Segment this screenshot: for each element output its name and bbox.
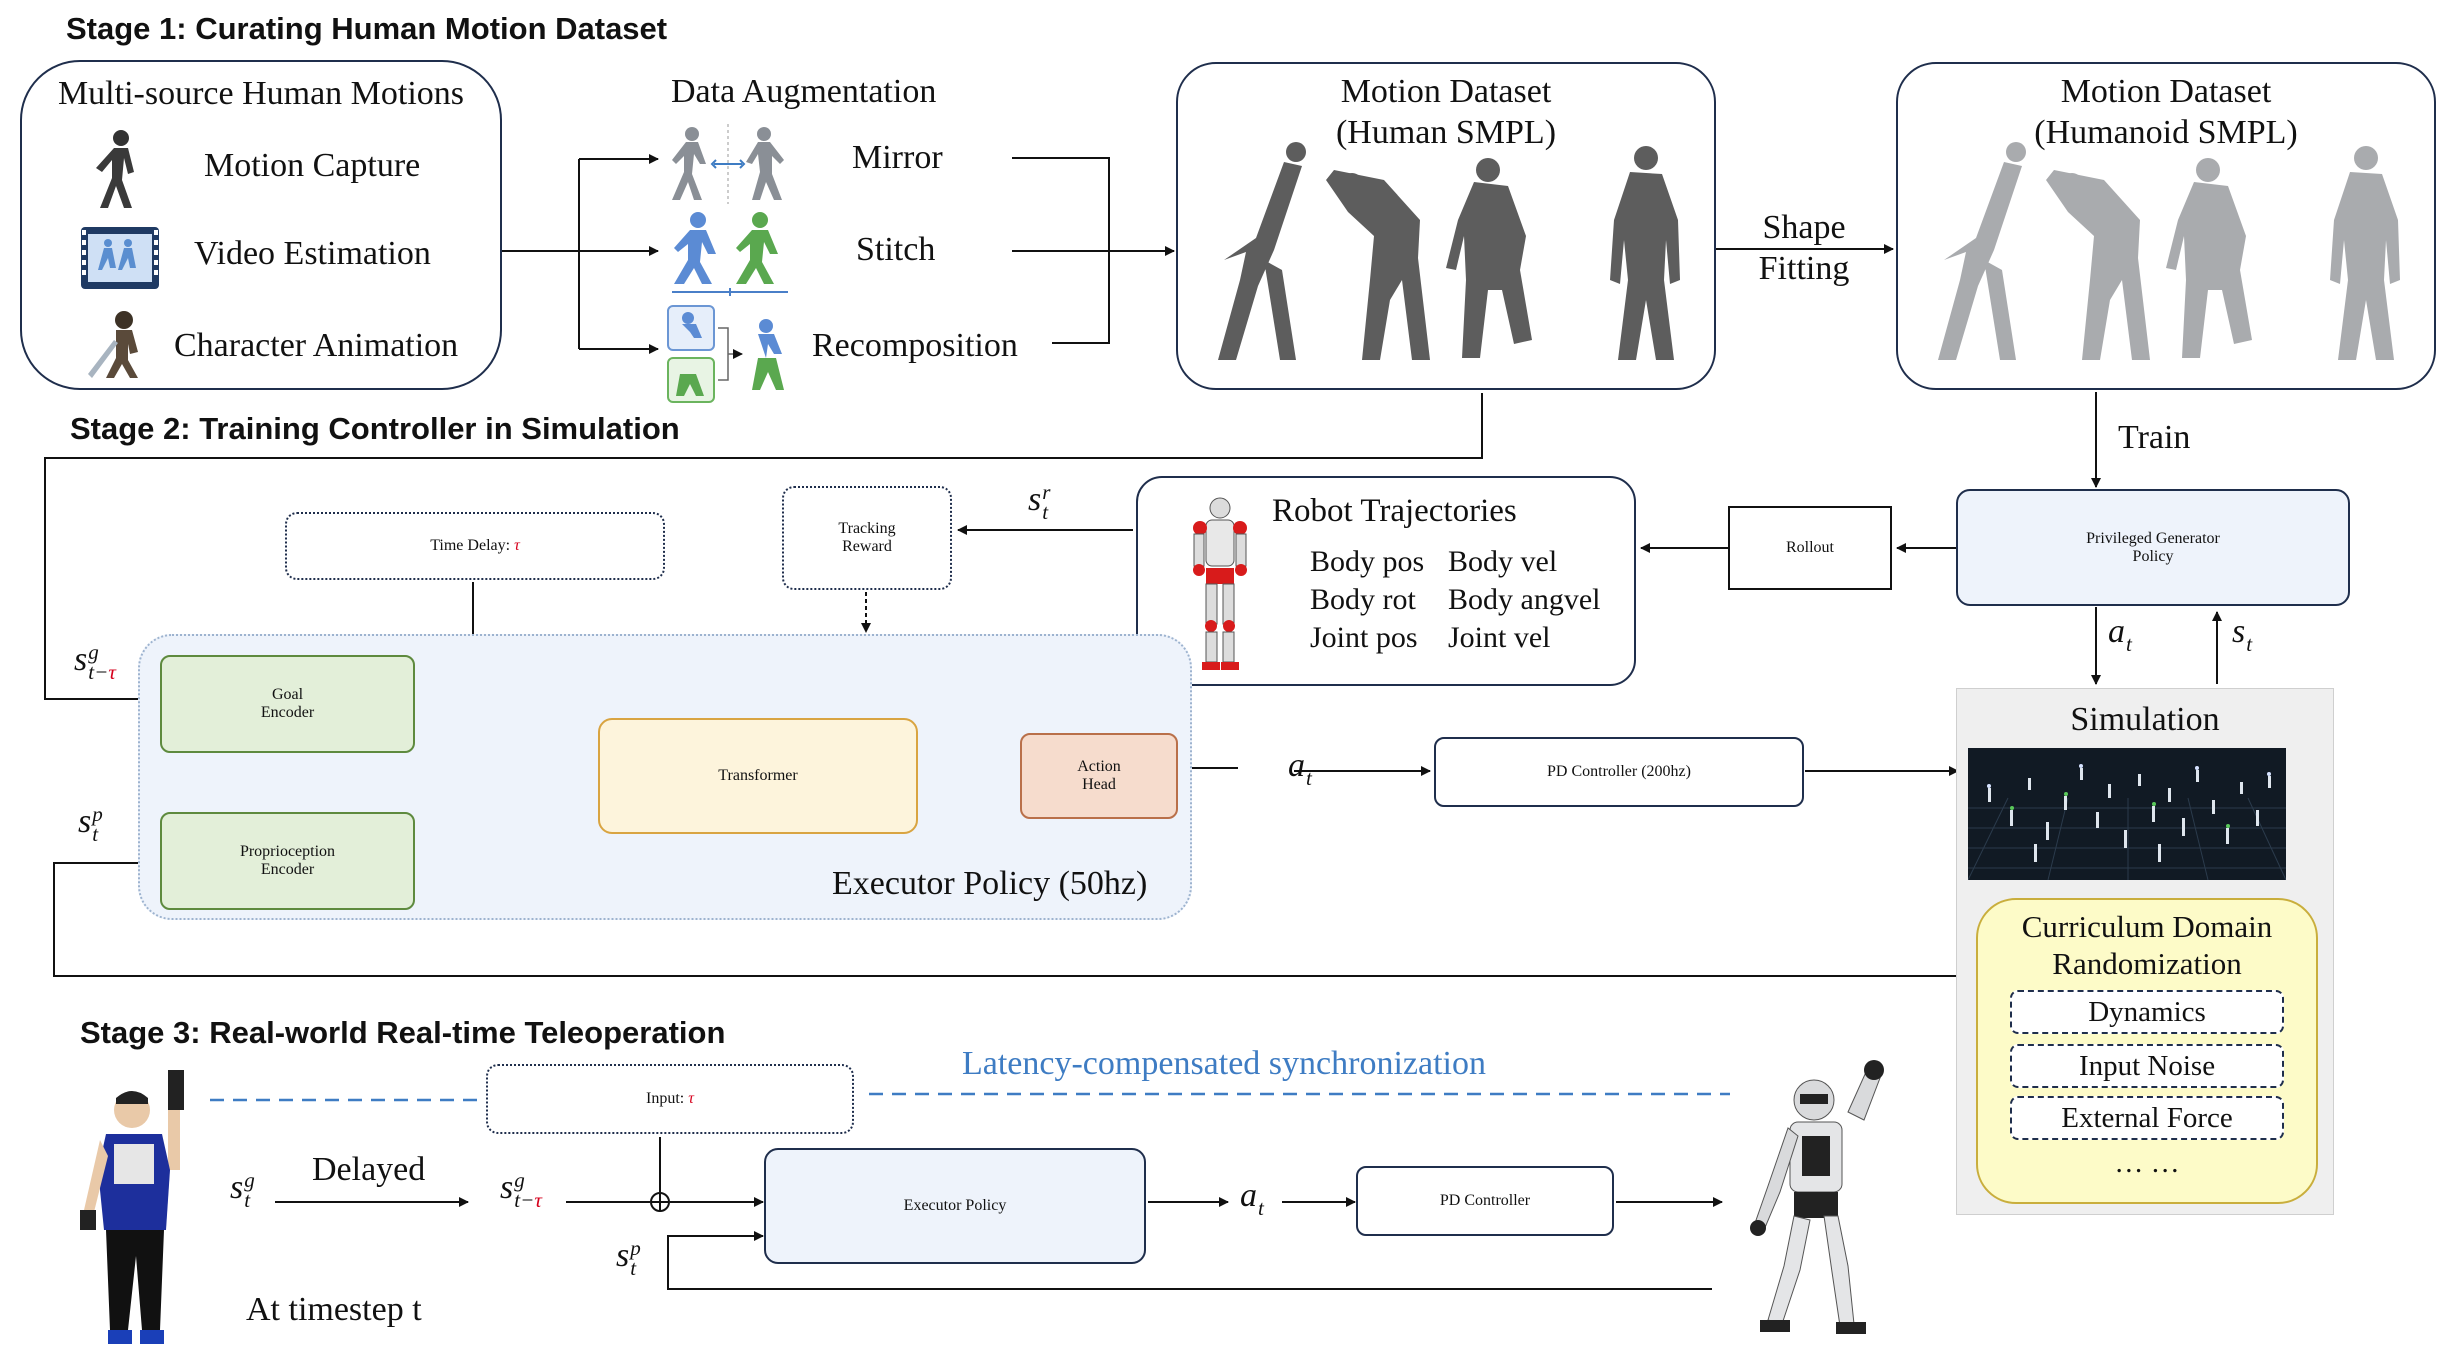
sources-panel: [20, 60, 502, 390]
train-label: Train: [2118, 419, 2191, 456]
stage2-title: Stage 2: Training Controller in Simulati…: [70, 411, 680, 446]
stage3-action-symbol: a t: [1240, 1177, 1264, 1221]
privileged-generator-policy: Privileged Generator Policy: [1956, 489, 2350, 606]
time-delay-tau: τ: [514, 537, 520, 554]
pd-controller-200hz: PD Controller (200hz): [1434, 737, 1804, 807]
executor-policy-label: Executor Policy (50hz): [832, 865, 1148, 902]
sim-action-symbol: a t: [2108, 613, 2132, 657]
aug-mirror: Mirror: [852, 139, 943, 176]
curriculum-external-force: External Force: [2010, 1096, 2284, 1140]
video-estimation-icon: [81, 227, 159, 289]
transformer-block: Transformer: [598, 718, 918, 834]
source-motion-capture: Motion Capture: [204, 147, 421, 184]
source-character-animation: Character Animation: [174, 327, 459, 364]
curriculum-title: Curriculum Domain Randomization: [2021, 909, 2273, 982]
traj-body-rot: Body rot: [1310, 583, 1416, 616]
traj-body-vel: Body vel: [1448, 545, 1558, 578]
augmentation-title: Data Augmentation: [671, 73, 937, 110]
simulation-scene: [1968, 748, 2286, 880]
stitch-icon: [672, 212, 788, 296]
humanoid-dataset-label: Motion Dataset (Humanoid SMPL): [2034, 73, 2298, 151]
motion-capture-icon: [96, 130, 134, 208]
stage3-pd-controller: PD Controller: [1356, 1166, 1614, 1236]
traj-body-pos: Body pos: [1310, 545, 1425, 578]
human-smpl-figures: [1218, 142, 1680, 360]
stage3-executor-policy: Executor Policy: [764, 1148, 1146, 1264]
curriculum-ellipsis: … …: [2114, 1147, 2180, 1179]
traj-joint-vel: Joint vel: [1448, 621, 1551, 654]
latency-sync-label: Latency-compensated synchronization: [962, 1045, 1486, 1082]
robot-trajectory-icon: [1193, 497, 1247, 670]
mirror-icon: [672, 124, 784, 204]
rollout-box: Rollout: [1728, 506, 1892, 590]
delayed-label: Delayed: [312, 1151, 426, 1188]
sources-title: Multi-source Human Motions: [57, 75, 465, 112]
aug-stitch: Stitch: [856, 231, 936, 268]
stage1-title: Stage 1: Curating Human Motion Dataset: [66, 11, 668, 46]
action-head: Action Head: [1020, 733, 1178, 819]
recomposition-icon: [667, 305, 784, 403]
real-humanoid-robot: [1750, 1060, 1884, 1334]
time-delay-box: Time Delay: τ: [285, 512, 665, 580]
aug-recomposition: Recomposition: [812, 327, 1018, 364]
stage3-title: Stage 3: Real-world Real-time Teleoperat…: [80, 1015, 726, 1050]
curriculum-input-noise: Input Noise: [2010, 1044, 2284, 1088]
simulation-label: Simulation: [2070, 701, 2220, 738]
curriculum-dynamics: Dynamics: [2010, 990, 2284, 1034]
character-animation-icon: [88, 311, 138, 378]
sim-state-symbol: s t: [2232, 613, 2253, 657]
shape-fitting-label: Shape Fitting: [1758, 209, 1850, 287]
time-delay-label: Time Delay:: [430, 537, 511, 554]
input-tau-box: Input: τ: [486, 1064, 854, 1134]
human-dataset-label: Motion Dataset (Human SMPL): [1335, 73, 1557, 151]
action-symbol: a t: [1288, 747, 1312, 791]
timestep-label: At timestep t: [246, 1291, 422, 1328]
goal-encoder: Goal Encoder: [160, 655, 415, 753]
human-operator-figure: [80, 1070, 184, 1344]
input-label: Input:: [646, 1090, 685, 1107]
input-tau: τ: [688, 1090, 694, 1107]
humanoid-smpl-figures: [1938, 142, 2400, 360]
traj-joint-pos: Joint pos: [1310, 621, 1418, 654]
tracking-reward-box: Tracking Reward: [782, 486, 952, 590]
trajectories-title: Robot Trajectories: [1272, 493, 1517, 529]
source-video-estimation: Video Estimation: [194, 235, 431, 272]
traj-body-angvel: Body angvel: [1448, 583, 1601, 616]
proprioception-encoder: Proprioception Encoder: [160, 812, 415, 910]
